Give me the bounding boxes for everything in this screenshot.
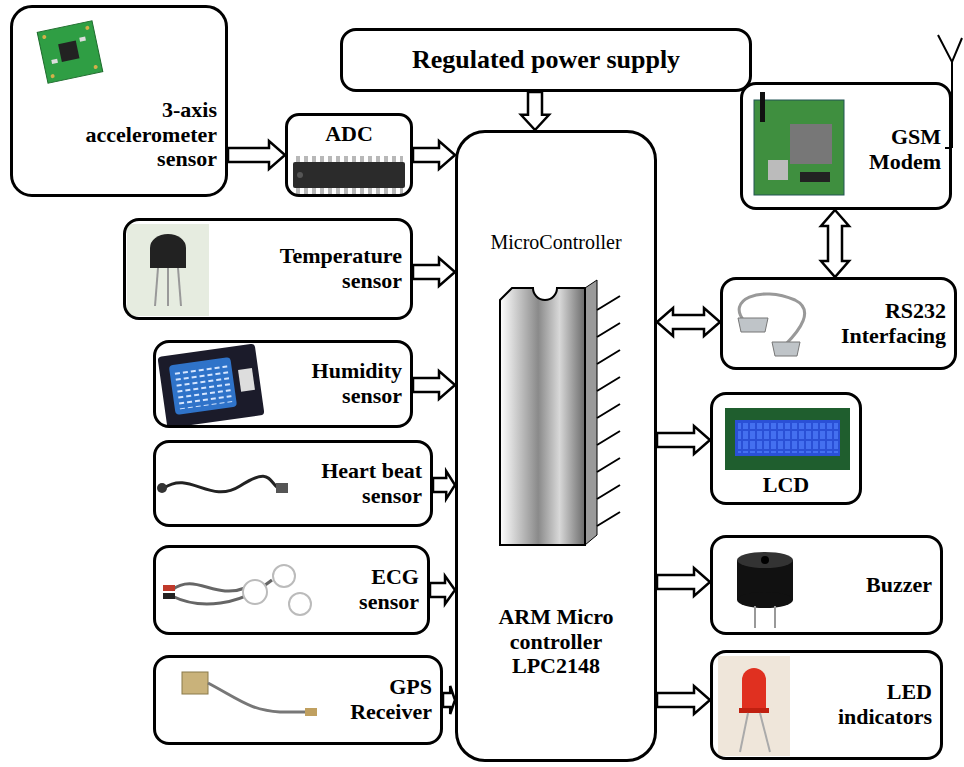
node-label: Heart beat sensor — [302, 459, 422, 508]
node-label: RS232 Interfacing — [816, 299, 946, 348]
node-label: Temperature sensor — [252, 244, 402, 293]
sensor-box: ECG sensor — [153, 545, 430, 635]
led-photo — [718, 656, 790, 756]
output-box: LCD — [710, 392, 862, 505]
node-label: ECG sensor — [329, 565, 419, 614]
sensor-box: 3-axis accelerometer sensor — [10, 5, 228, 197]
block-arrow — [657, 426, 710, 454]
block-arrow — [228, 141, 285, 169]
rs232-cable-photo — [738, 294, 805, 356]
node-label: Regulated power supply — [412, 45, 680, 74]
modem-box: GSM Modem — [740, 82, 952, 210]
block-arrow — [657, 686, 710, 714]
output-box: Buzzer — [710, 535, 943, 635]
node-label: MicroController — [490, 231, 621, 253]
block-arrow — [657, 568, 710, 596]
node-label: LCD — [763, 473, 809, 498]
block-arrow — [430, 576, 455, 604]
node-label: 3-axis accelerometer sensor — [52, 98, 217, 172]
block-arrow — [657, 308, 720, 336]
node-label: Humidity sensor — [292, 359, 402, 408]
block-arrow — [413, 141, 455, 169]
node-label: Buzzer — [866, 573, 932, 598]
node-label: ARM Micro controller LPC2148 — [466, 605, 646, 679]
sensor-box: Heart beat sensor — [153, 440, 433, 527]
heartbeat-sensor-photo — [157, 476, 288, 493]
lcd-photo — [725, 408, 850, 470]
humidity-sensor-photo — [157, 343, 264, 428]
block-arrow — [443, 686, 455, 714]
output-box: LED indicators — [710, 650, 943, 760]
gsm-modem-photo — [754, 92, 844, 195]
microcontroller-box: MicroControllerARM Micro controller LPC2… — [455, 130, 657, 762]
gps-receiver-photo — [182, 672, 317, 716]
power-supply-box: Regulated power supply — [340, 28, 752, 92]
sensor-box: Temperature sensor — [123, 218, 413, 320]
block-arrow — [821, 210, 849, 277]
converter-box: ADC — [285, 113, 413, 197]
interface-box: RS232 Interfacing — [720, 277, 957, 370]
block-arrow — [413, 371, 455, 399]
block-arrow — [413, 258, 455, 286]
temperature-sensor-photo — [127, 224, 209, 316]
buzzer-photo — [737, 552, 793, 628]
sensor-box: Humidity sensor — [153, 340, 413, 428]
accelerometer-board — [37, 21, 103, 84]
block-arrow — [433, 471, 455, 499]
block-arrow — [521, 92, 549, 130]
node-label: LED indicators — [812, 680, 932, 729]
sensor-box: GPS Receiver — [153, 655, 443, 745]
node-label: GSM Modem — [851, 125, 941, 174]
chip-illustration — [500, 280, 620, 545]
node-label: ADC — [325, 122, 373, 147]
node-label: GPS Receiver — [332, 675, 432, 724]
ecg-sensor-photo — [163, 565, 311, 615]
adc-chip — [293, 156, 405, 194]
